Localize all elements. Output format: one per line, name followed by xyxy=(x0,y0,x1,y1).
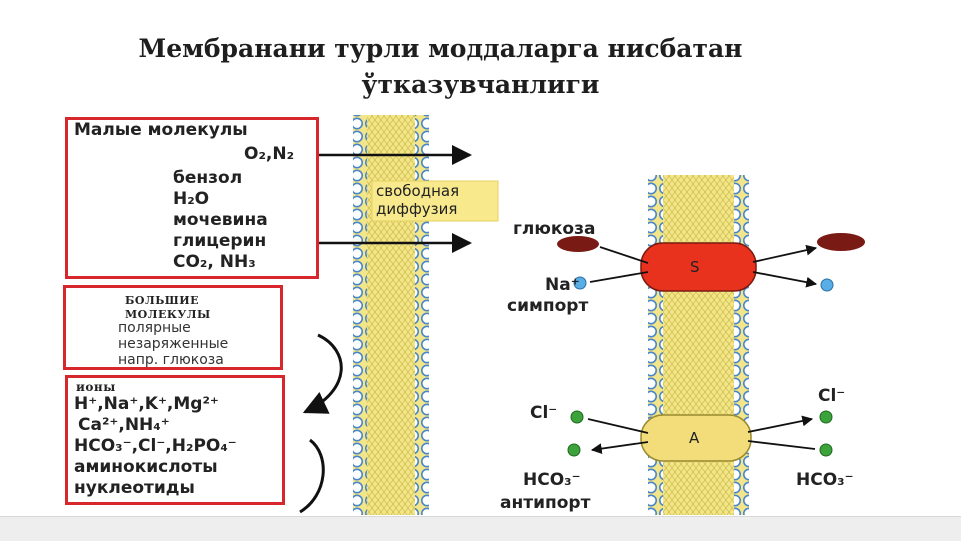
small-molecules-heading: Малые молекулы xyxy=(74,120,248,140)
bottom-strip xyxy=(0,516,961,541)
na-label: Na⁺ xyxy=(545,275,580,295)
glucose-example-label: напр. глюкоза xyxy=(118,352,224,368)
amino-acids-label: аминокислоты xyxy=(74,457,218,477)
hco3-ion-left xyxy=(567,443,581,457)
diffusion-label-2: диффузия xyxy=(376,200,458,218)
o2-n2-label: O₂,N₂ xyxy=(244,144,295,164)
cl-label-left: Cl⁻ xyxy=(530,403,558,423)
page-title: Мембранани турли моддаларга нисбатан xyxy=(138,34,743,63)
polar-label: полярные xyxy=(118,320,191,336)
benzol-label: бензол xyxy=(173,168,243,188)
blocked-arrow-large xyxy=(302,333,343,414)
nucleotides-label: нуклеотиды xyxy=(74,478,195,498)
antiport-label: антипорт xyxy=(500,493,591,513)
ions-line-1: H⁺,Na⁺,K⁺,Mg²⁺ xyxy=(74,394,219,414)
large-molecules-heading-1: БОЛЬШИЕ xyxy=(125,294,200,307)
large-molecules-heading-2: МОЛЕКУЛЫ xyxy=(125,308,211,321)
cl-ion-right xyxy=(819,410,833,424)
urea-label: мочевина xyxy=(173,210,268,230)
symport-arrow-out-1 xyxy=(752,244,818,263)
cl-label-right: Cl⁻ xyxy=(818,386,846,406)
water-label: H₂O xyxy=(173,189,210,209)
na-ion-out xyxy=(820,278,834,292)
symport-arrow-in-2 xyxy=(589,271,649,283)
diffusion-label-bg xyxy=(371,180,499,222)
symport-arrow-out-2 xyxy=(752,271,818,288)
hco3-label-right: HCO₃⁻ xyxy=(796,470,854,490)
ions-heading: ионы xyxy=(76,380,116,394)
hco3-label-left: HCO₃⁻ xyxy=(523,470,581,490)
antiport-arrow-hco3-out xyxy=(590,441,649,454)
na-ion-in xyxy=(573,276,587,290)
diffusion-label-1: свободная xyxy=(376,182,460,200)
glycerin-label: глицерин xyxy=(173,231,267,251)
antiport-carrier xyxy=(640,414,752,462)
co2-nh3-label: CO₂, NH₃ xyxy=(173,252,256,272)
ions-line-3: HCO₃⁻,Cl⁻,H₂PO₄⁻ xyxy=(74,436,237,456)
page-title-line2: ўтказувчанлиги xyxy=(361,70,600,99)
large-molecules-box xyxy=(63,285,283,370)
glucose-label: глюкоза xyxy=(513,219,596,239)
symport-label: симпорт xyxy=(507,296,589,316)
right-membrane xyxy=(648,175,749,515)
antiport-arrow-cl-in xyxy=(587,418,649,434)
symport-arrow-in-1 xyxy=(599,246,649,264)
ions-line-2: Ca²⁺,NH₄⁺ xyxy=(78,415,170,435)
left-membrane xyxy=(353,115,429,515)
antiport-arrow-hco3-in xyxy=(747,440,816,450)
cl-ion-left xyxy=(570,410,584,424)
antiport-arrow-cl-out xyxy=(747,415,814,433)
symport-carrier xyxy=(640,242,757,292)
symport-carrier-letter: S xyxy=(690,258,700,276)
antiport-carrier-letter: A xyxy=(689,429,700,447)
glucose-molecule-in xyxy=(557,236,599,252)
hco3-ion-right xyxy=(819,443,833,457)
glucose-molecule-out xyxy=(817,233,865,251)
ions-box xyxy=(65,375,285,505)
blocked-arrow-ions xyxy=(299,438,325,514)
uncharged-label: незаряженные xyxy=(118,336,229,352)
small-molecules-box xyxy=(65,117,319,279)
